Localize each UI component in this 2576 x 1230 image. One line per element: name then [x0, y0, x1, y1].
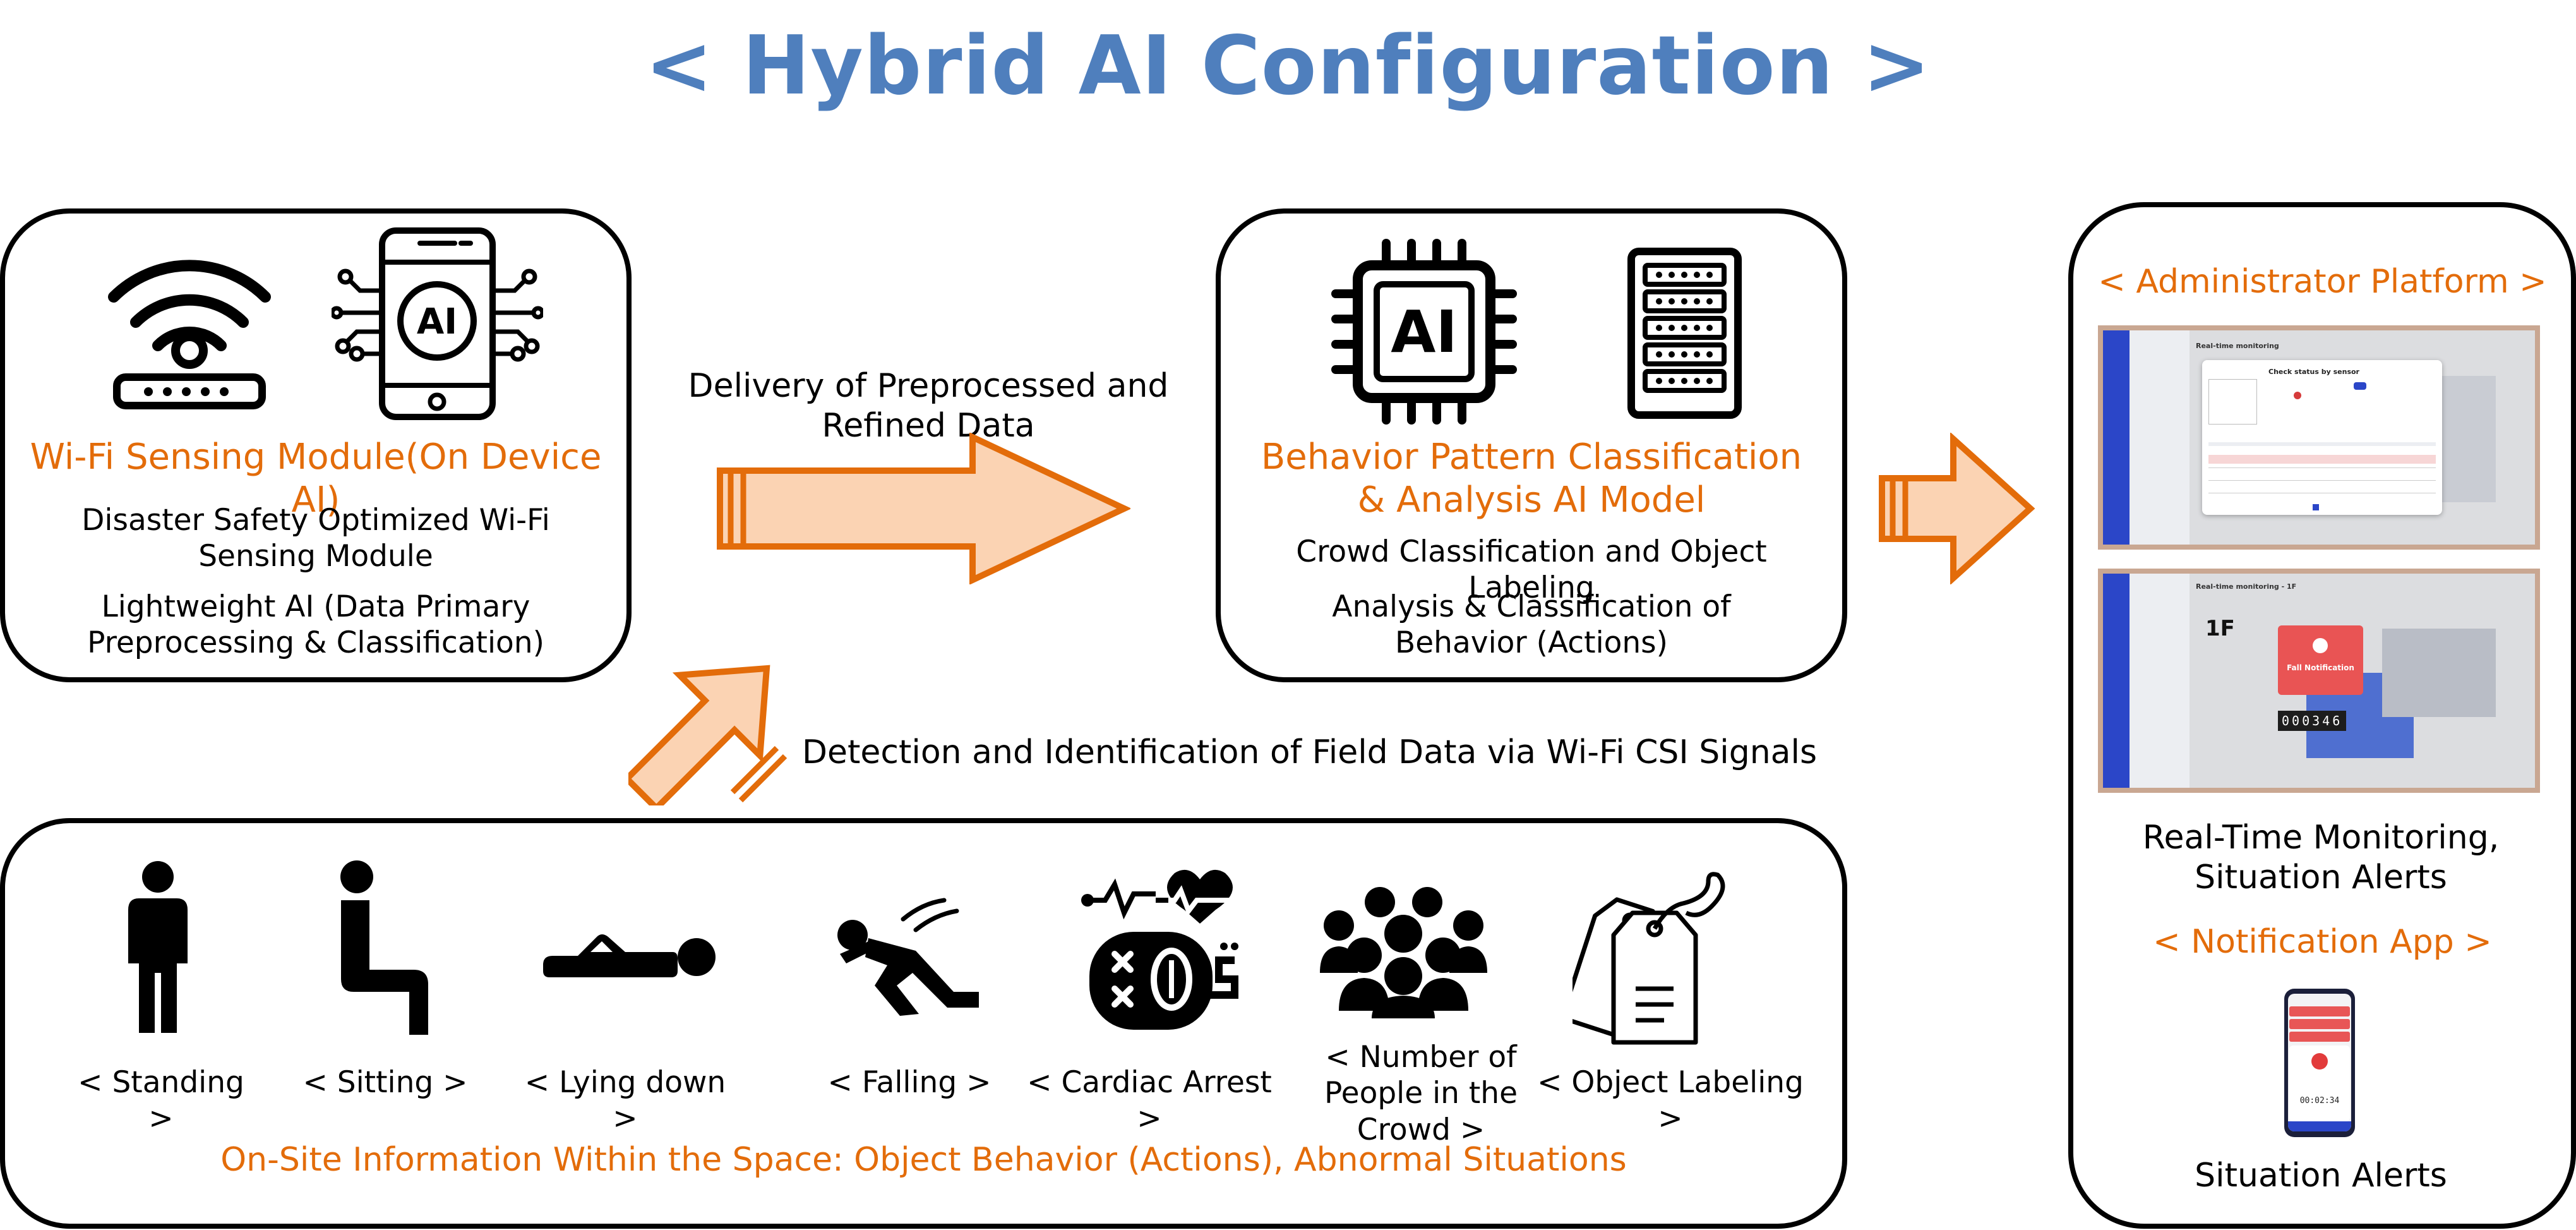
detection-label: Detection and Identification of Field Da… — [802, 733, 1818, 771]
label-sitting: < Sitting > — [303, 1065, 468, 1100]
lying-person-icon — [543, 934, 716, 977]
label-cardiac-arrest: < Cardiac Arrest > — [1027, 1065, 1272, 1137]
admin-screenshot-fall-notification: Real-time monitoring - 1F 1F Fall Notifi… — [2098, 569, 2540, 793]
fall-counter: 000346 — [2278, 711, 2347, 731]
screen2-title: Real-time monitoring - 1F — [2196, 582, 2297, 591]
screen1-title: Real-time monitoring — [2196, 342, 2279, 350]
ai-model-description-1: Crowd Classification and Object Labeling — [1296, 534, 1767, 606]
label-falling: < Falling > — [827, 1065, 991, 1100]
standing-person-icon — [128, 861, 188, 1033]
admin-screenshot-sensor-status: Real-time monitoring Check status by sen… — [2098, 325, 2540, 550]
onsite-info-box — [0, 818, 1847, 1229]
ai-model-description-2: Analysis & Classification of Behavior (A… — [1332, 589, 1731, 661]
fall-notification-text: Fall Notification — [2287, 663, 2354, 672]
app-caption: Situation Alerts — [2195, 1157, 2447, 1195]
screen2-floor-label: 1F — [2205, 616, 2235, 641]
label-object-labeling: < Object Labeling > — [1537, 1065, 1804, 1137]
onsite-caption: On-Site Information Within the Space: Ob… — [220, 1141, 1627, 1179]
dialog-title: Check status by sensor — [2268, 368, 2359, 376]
delivery-arrow-icon — [717, 433, 1130, 584]
sensor-status-dialog: Check status by sensor — [2202, 360, 2442, 515]
admin-platform-heading: < Administrator Platform > — [2098, 263, 2547, 301]
server-rack-icon — [1627, 248, 1742, 419]
ai-smartphone-icon: AI — [332, 227, 543, 420]
sitting-person-icon — [340, 860, 428, 1035]
wifi-module-description-2: Lightweight AI (Data Primary Preprocessi… — [87, 589, 544, 661]
app-counter: 00:02:34 — [2299, 1096, 2340, 1106]
delivery-label: Delivery of Preprocessed and Refined Dat… — [688, 367, 1169, 445]
notification-app-heading: < Notification App > — [2153, 923, 2492, 961]
phone-ai-label: AI — [417, 301, 457, 342]
label-lying-down: < Lying down > — [524, 1065, 726, 1137]
label-crowd-count: < Number of People in the Crowd > — [1324, 1040, 1518, 1147]
page-title: < Hybrid AI Configuration > — [645, 19, 1931, 113]
detection-arrow-icon — [628, 665, 788, 805]
ai-model-box — [1216, 208, 1847, 682]
notification-app-phone: 00:02:34 — [2284, 989, 2355, 1137]
falling-person-icon — [837, 898, 979, 1016]
output-arrow-icon — [1879, 433, 2035, 584]
fall-notification-card: Fall Notification — [2278, 625, 2363, 695]
label-standing: < Standing > — [78, 1065, 244, 1137]
wifi-sensing-module-box — [0, 208, 632, 682]
chip-ai-label: AI — [1391, 298, 1457, 366]
wifi-router-icon — [108, 260, 271, 409]
ai-model-heading: Behavior Pattern Classification & Analys… — [1261, 437, 1802, 521]
tag-icon — [1573, 872, 1725, 1045]
wifi-module-description-1: Disaster Safety Optimized Wi-Fi Sensing … — [81, 503, 550, 574]
admin-caption: Real-Time Monitoring, Situation Alerts — [2142, 819, 2500, 897]
wifi-module-heading: Wi-Fi Sensing Module(On Device AI) — [30, 437, 602, 521]
cardiac-arrest-icon — [1081, 869, 1250, 1030]
crowd-icon — [1320, 887, 1487, 1018]
ai-chip-icon: AI — [1331, 239, 1517, 425]
